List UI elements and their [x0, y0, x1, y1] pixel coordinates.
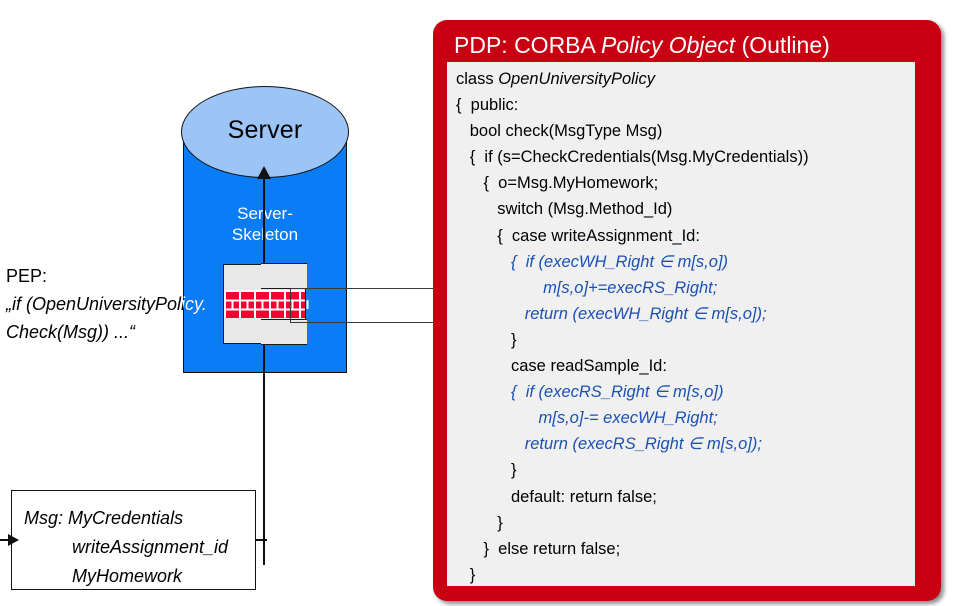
pdp-code-line: { if (execRS_Right ∈ m[s,o]): [456, 383, 724, 402]
firewall-brick-band-offset-row: [231, 299, 313, 309]
pep-caption-line-3: Check(Msg)) ...“: [6, 322, 136, 342]
pdp-title-suffix: (Outline): [735, 32, 830, 58]
pdp-code-panel: class OpenUniversityPolicy { public: bool…: [447, 62, 915, 586]
pdp-code-line: class OpenUniversityPolicy: [456, 70, 655, 88]
pdp-code-line: }: [456, 513, 503, 532]
message-box-label: Msg:: [24, 508, 64, 528]
incoming-message-arrow-line: [0, 539, 12, 541]
message-box-content: Msg: MyCredentials writeAssignment_id My…: [24, 504, 228, 591]
server-label: Server: [227, 116, 303, 144]
message-box: [11, 490, 256, 590]
message-to-server-elbow: [256, 539, 267, 541]
upward-flow-arrow-head: [257, 166, 271, 179]
pdp-code-line: m[s,o]-= execWH_Right;: [456, 409, 718, 428]
pdp-code-line: switch (Msg.Method_Id): [456, 200, 673, 219]
pep-caption: PEP: „if (OpenUniversityPolicy. Check(Ms…: [6, 262, 207, 346]
pdp-title-prefix: PDP: CORBA: [454, 32, 601, 58]
message-box-row: MyHomework: [24, 562, 228, 591]
message-box-row: writeAssignment_id: [24, 533, 228, 562]
incoming-message-arrow-head: [8, 534, 19, 546]
pdp-code-line: { case writeAssignment_Id:: [456, 226, 700, 245]
pdp-code-line: { if (s=CheckCredentials(Msg.MyCredentia…: [456, 148, 809, 167]
server-cylinder-top: [181, 86, 349, 178]
pep-caption-line-1: PEP:: [6, 266, 48, 286]
message-box-row: Msg: MyCredentials: [24, 504, 228, 533]
server-skeleton-label-line: Server-: [183, 203, 347, 224]
pdp-code-line: return (execRS_Right ∈ m[s,o]);: [456, 435, 762, 454]
pdp-code-line: }: [456, 330, 517, 349]
message-box-field-1: writeAssignment_id: [72, 537, 229, 557]
pep-notch-bottom: [261, 319, 307, 345]
pdp-code-listing: class OpenUniversityPolicy { public: bool…: [456, 66, 809, 586]
pep-notch-top: [261, 263, 307, 289]
server-skeleton-label-line: Skeleton: [183, 224, 347, 245]
pdp-code-line: }: [456, 461, 517, 480]
pdp-code-line: case readSample_Id:: [456, 357, 667, 376]
pdp-code-line: } else return false;: [456, 539, 621, 558]
server-skeleton-label: Server-Skeleton: [183, 203, 347, 245]
pdp-code-line: return (execWH_Right ∈ m[s,o]);: [456, 304, 767, 323]
message-box-field-0: MyCredentials: [68, 508, 184, 528]
pep-caption-line-2: „if (OpenUniversityPolicy.: [6, 294, 207, 314]
pdp-code-line: { if (execWH_Right ∈ m[s,o]): [456, 252, 729, 271]
pdp-code-line: default: return false;: [456, 487, 657, 506]
pdp-code-line: { public:: [456, 96, 519, 115]
upward-flow-arrow-line: [263, 175, 265, 565]
message-box-field-2: MyHomework: [72, 566, 183, 586]
pdp-panel-title: PDP: CORBA Policy Object (Outline): [454, 32, 830, 59]
pdp-code-line: m[s,o]+=execRS_Right;: [456, 278, 718, 297]
pdp-code-line: }: [456, 565, 476, 584]
pdp-code-line: { o=Msg.MyHomework;: [456, 174, 659, 193]
pdp-code-line: bool check(MsgType Msg): [456, 122, 663, 141]
pdp-title-emphasis: Policy Object: [600, 32, 736, 58]
